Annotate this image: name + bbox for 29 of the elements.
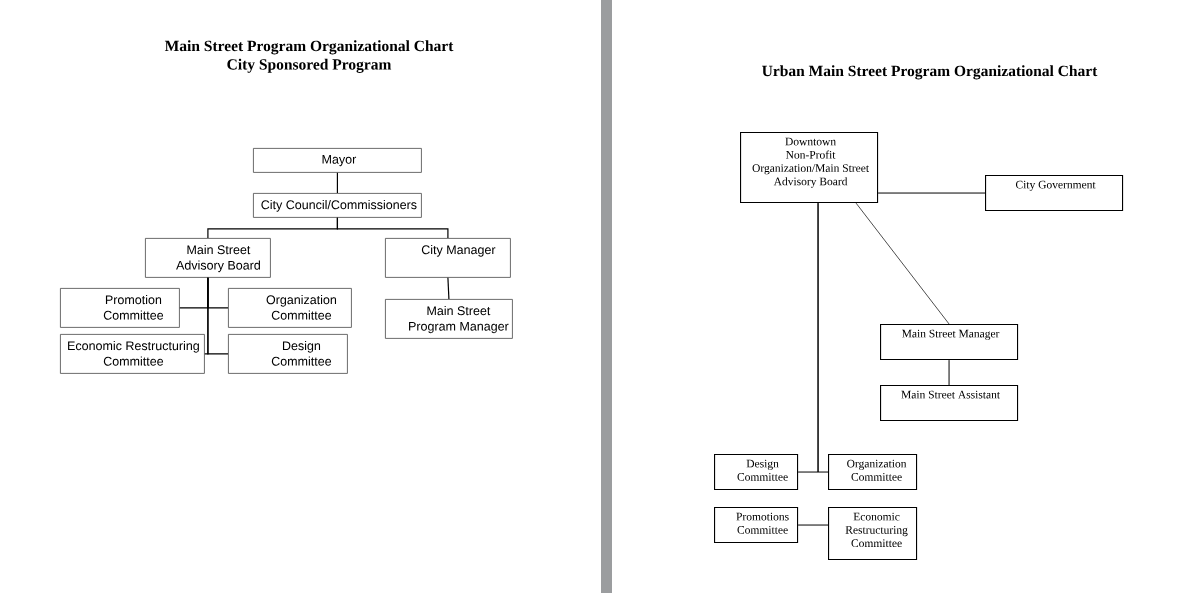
role-box: Downtown Non-Profit Organization/Main Street Advisory Board — [740, 132, 879, 204]
role-box: City Government — [985, 175, 1124, 212]
connector-line — [447, 277, 450, 300]
connector-line — [336, 172, 338, 194]
chart-title: Main Street Program Organizational Chart — [164, 40, 454, 55]
chart-title: Urban Main Street Program Organizational Chart — [762, 65, 1098, 80]
chart-subtitle: City Sponsored Program — [227, 58, 392, 73]
role-box: Mayor — [253, 148, 422, 173]
connector-line — [817, 202, 829, 473]
role-box: Organization Committee — [228, 288, 352, 328]
role-box: Main Street Program Manager — [385, 299, 513, 339]
connector-line — [855, 202, 950, 325]
connector-line — [336, 217, 449, 239]
role-box: City Manager — [385, 238, 511, 278]
role-box: Economic Restructuring Committee — [60, 334, 205, 374]
role-box: Main Street Assistant — [880, 385, 1019, 422]
role-box: Economic Restructuring Committee — [828, 507, 918, 561]
role-box: Organization Committee — [828, 454, 918, 491]
role-box: Design Committee — [228, 334, 348, 374]
role-box: Promotions Committee — [714, 507, 799, 544]
role-box: Main Street Advisory Board — [145, 238, 271, 278]
connector-line — [207, 277, 229, 355]
role-box: Design Committee — [714, 454, 799, 491]
role-box: City Council/Commissioners — [253, 193, 422, 218]
role-box: Promotion Committee — [60, 288, 180, 328]
connector-line — [877, 192, 986, 194]
connector-line — [797, 524, 829, 526]
connector-line — [948, 359, 950, 386]
role-box: Main Street Manager — [880, 324, 1019, 361]
